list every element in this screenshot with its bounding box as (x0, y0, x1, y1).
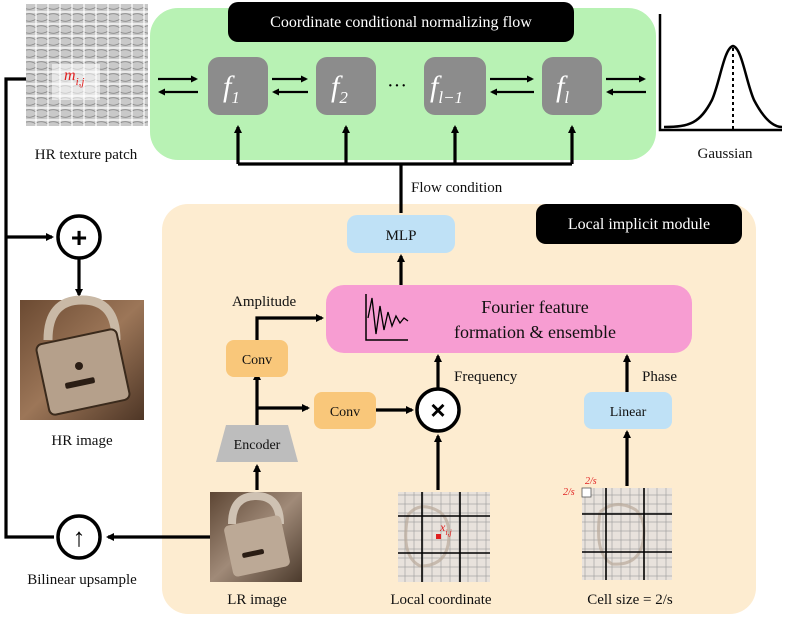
svg-text:×: × (430, 395, 445, 425)
fourier-line-1: Fourier feature (481, 297, 588, 317)
fourier-feature-box (326, 285, 692, 353)
flow-title: Coordinate conditional normalizing flow (270, 14, 532, 31)
flow-condition-label: Flow condition (411, 180, 503, 196)
flow-bidir-arrows (158, 75, 646, 96)
conv-frequency-label: Conv (330, 405, 360, 420)
mlp-box (347, 215, 455, 253)
mlp-label: MLP (386, 228, 417, 244)
flow-step-2: f2 (316, 57, 376, 115)
svg-text:+: + (71, 222, 87, 253)
fourier-line-2: formation & ensemble (454, 322, 616, 342)
amplitude-label: Amplitude (232, 294, 297, 310)
multiply-node: × (415, 387, 461, 433)
gaussian-plot (658, 14, 783, 132)
encoder-output-wires (253, 372, 310, 425)
hr-texture-patch-label: HR texture patch (35, 147, 138, 163)
svg-text:↑: ↑ (73, 522, 86, 552)
patch-symbol: mi,j (64, 67, 84, 88)
gaussian-label: Gaussian (698, 146, 753, 162)
flow-step-l-minus-1: fl−1 (424, 57, 486, 115)
flow-step-l: fl (542, 57, 602, 115)
hr-texture-patch (26, 4, 148, 126)
cell-size-label: Cell size = 2/s (587, 592, 673, 608)
bilinear-label: Bilinear upsample (27, 572, 137, 588)
hr-image (20, 295, 144, 420)
cell-mark-left: 2/s (563, 487, 575, 498)
flow-ellipsis: ··· (387, 75, 407, 97)
damped-wave-icon (365, 294, 409, 341)
add-node: + (56, 214, 102, 260)
local-coordinate-label: Local coordinate (390, 592, 492, 608)
flow-step-1: f1 (208, 57, 268, 115)
conv-frequency-box (314, 392, 376, 429)
linear-label: Linear (610, 405, 647, 420)
skip-connection (4, 77, 54, 539)
conv-amplitude-label: Conv (242, 353, 272, 368)
phase-label: Phase (642, 369, 677, 385)
hr-image-label: HR image (51, 433, 113, 449)
local-title: Local implicit module (568, 216, 710, 233)
cell-mark-top: 2/s (585, 476, 597, 487)
conv-amplitude-box (226, 340, 288, 377)
lr-image (210, 491, 302, 582)
coord-symbol: xi,j (439, 520, 453, 537)
frequency-label: Frequency (454, 369, 518, 385)
upsample-node: ↑ (56, 514, 102, 560)
cell-size-grid (581, 487, 672, 580)
flow-title-pill (228, 2, 574, 42)
flow-region (150, 8, 656, 160)
encoder-label: Encoder (234, 438, 281, 453)
encoder-block (216, 425, 298, 462)
amplitude-wire (255, 314, 324, 340)
linear-box (584, 392, 672, 429)
lr-image-label: LR image (227, 592, 287, 608)
local-title-pill (536, 204, 742, 244)
local-coordinate-grid (398, 492, 490, 582)
flow-condition-wires (234, 125, 576, 213)
